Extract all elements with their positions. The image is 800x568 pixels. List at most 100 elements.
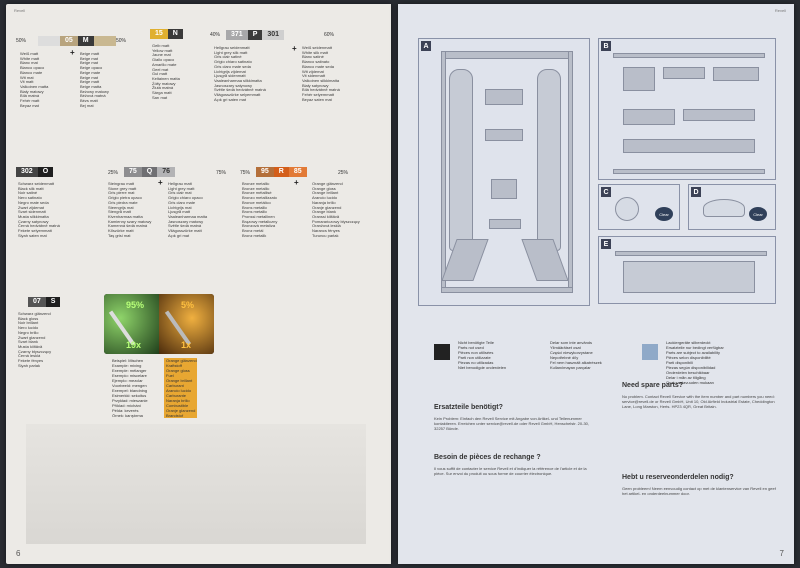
mix-percent-b: 75% [216,170,227,176]
mix-percent-a: 75% [240,170,251,176]
list-item: Grigio chiaro opaco [168,195,203,201]
list-item: Bronzová metalíza [242,223,276,229]
list-item: Parti non utilizzate [458,355,491,360]
list-item: Beispiel: Mischen [112,358,144,363]
list-item: Schwarz seidenmatt [18,181,55,186]
list-item: Steingrau matt [108,181,135,186]
de-title: Ersatzteile benötigt? [434,404,503,411]
list-item: Világosszürke selyemmatt [214,92,261,98]
list-item: Bianco opaco [20,65,45,71]
paint-header: 95 R 85 [256,166,307,177]
list-item: Bílá matná [20,93,40,99]
list-item: Fekete selyemmatt [18,228,52,234]
panel-label: A [421,41,431,51]
list-item: Delar i mån av tillgång [666,375,706,380]
small-part [623,139,755,153]
list-item: Kivenharmaa matta [108,213,143,219]
list-item: Brązowy metaliczny [242,218,278,224]
list-item: Brandstof [166,413,184,418]
sprue-frame-bottom [441,287,573,293]
list-item: Zwart glanzend [18,334,46,340]
list-item: Carburant [166,383,184,388]
list-item: Piezas según disponibilidad [666,365,716,370]
list-item: White matt [20,55,40,61]
list-item: Noir satiné [18,190,38,196]
list-item: Bronze métallisé [242,190,272,196]
list-item: Negro mate seda [18,199,49,205]
list-item: Oranžová lesklá [312,223,341,229]
right-page: Revell A B [398,4,794,564]
list-item: Sarı mat [152,94,168,100]
list-item: Onderdelen beschikbaar [666,370,710,375]
list-item: Nepotřebné díly [550,355,579,360]
list-item: Light grey matt [168,185,195,191]
list-item: Sárga matt [152,90,172,96]
list-item: Czarny satynowy [18,218,49,224]
list-item: Gris piedra mate [108,199,138,205]
list-item: Příklad: míchání [112,403,141,408]
list-item: Nero satinato [18,195,42,201]
list-item: Beyaz mat [20,102,39,108]
list-item: Žlutá matná [152,85,174,91]
list-item: Voorbeeld: mengen [112,383,147,388]
list-item: Części niewykorzystane [550,350,593,355]
paint-code-2: 301 [262,29,285,40]
list-item: Örnek: karıştırma [112,413,143,418]
list-item: Lichtgrijs zijdemat [214,68,246,74]
list-item: Pièces selon disponibilité [666,355,711,360]
list-item: Fehér matt [20,98,40,104]
canopy-part [615,197,639,221]
small-part [623,67,655,91]
swatch [93,35,116,46]
list-item: Naranja brillo [312,199,336,205]
fr-title: Besoin de pièces de rechange ? [434,454,541,461]
page-number-right: 7 [779,549,784,558]
list-item: Przykład: mieszanie [112,398,148,403]
list-item: Világosszürke matt [168,228,202,234]
paint-code: 371 [226,29,248,40]
panel-label: B [601,41,611,51]
list-item: Kőszürke matt [108,228,134,234]
panel-label: D [691,187,701,197]
sprue-frame-top [441,51,573,59]
list-item: Orange glänzend [166,358,197,363]
list-item: Světle šedá matná [168,223,202,229]
panel-label: C [601,187,611,197]
paint-letter: S [45,296,61,307]
list-item: Esimerkki: sekoitus [112,393,147,398]
list-item: Bronze metallic [242,185,270,191]
list-item: Beige mat [80,74,99,80]
list-item: Brons metallic [242,204,268,210]
list-item: Arancio lucido [166,388,192,393]
nl-text: Geen probleem! Neem eenvoudig contact op… [622,486,776,496]
list-item: Pomarańczowy błyszczący [312,218,360,224]
en-title: Need spare parts? [622,382,684,389]
list-item: Schwarz glänzend [18,311,51,316]
list-item: Steengrijs mat [108,204,134,210]
list-item: Jaune mat [152,52,171,58]
paint-letter: R [273,166,289,177]
plus-icon: + [158,178,163,187]
mix-percent-b: 60% [324,32,335,38]
list-item: Siyah saten mat [18,232,47,238]
mixing-illustration: 95% 5% 19x 1x [104,294,214,354]
mix-percent-a: 25% [108,170,119,176]
paint-letter: M [77,35,94,46]
list-item: Orange glänzend [312,181,343,186]
list-item: Weiß seidenmatt [302,45,332,50]
